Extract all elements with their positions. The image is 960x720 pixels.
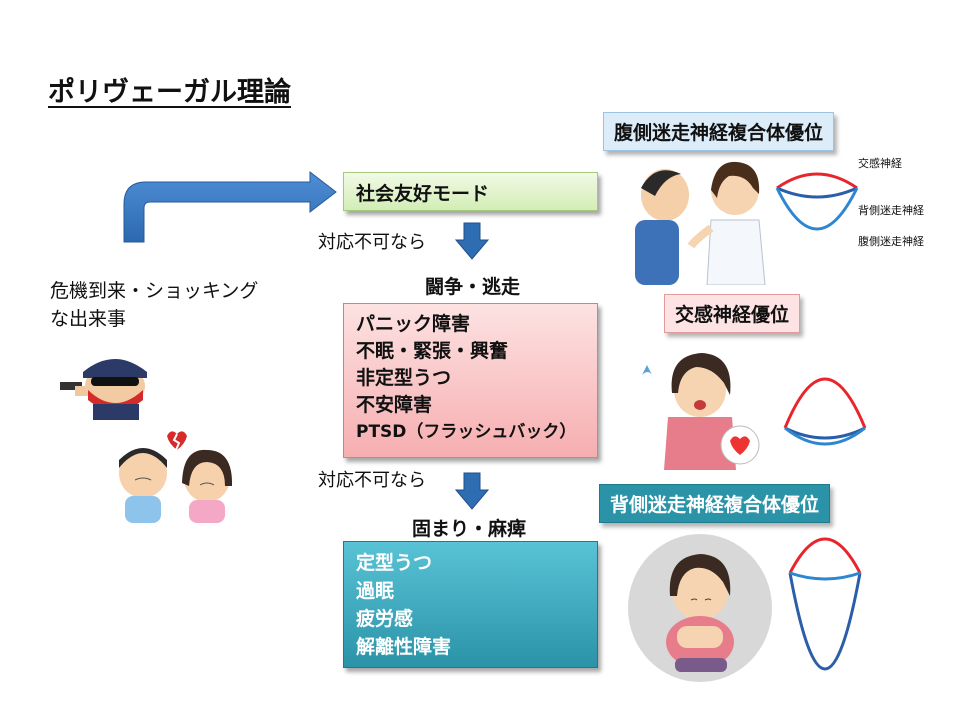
ventral-nerve-label: 腹側迷走神経 bbox=[858, 235, 924, 248]
dorsal-nerve-label: 背側迷走神経 bbox=[858, 204, 924, 217]
symptom-item: 不安障害 bbox=[356, 394, 433, 416]
symptom-item: 解離性障害 bbox=[356, 636, 452, 658]
fight-flight-heading: 闘争・逃走 bbox=[425, 276, 521, 298]
dorsal-curves-diagram bbox=[788, 537, 862, 671]
page-title: ポリヴェーガル理論 bbox=[48, 77, 291, 108]
dorsal-curve bbox=[788, 572, 862, 671]
trigger-line-2: な出来事 bbox=[50, 308, 127, 330]
cannot-cope-label-2: 対応不可なら bbox=[318, 470, 426, 491]
dorsal-curve bbox=[784, 426, 866, 440]
sympathetic-dominant-badge: 交感神経優位 bbox=[664, 294, 801, 333]
anxious-woman-illustration bbox=[642, 353, 760, 470]
trigger-line-1: 危機到来・ショッキング bbox=[50, 280, 259, 302]
fight-flight-box: パニック障害 不眠・緊張・興奮 非定型うつ 不安障害 PTSD（フラッシュバック… bbox=[343, 303, 598, 458]
ventral-curves-diagram bbox=[775, 172, 859, 231]
ventral-curve bbox=[784, 426, 866, 446]
ventral-curve bbox=[775, 187, 859, 231]
ventral-curve bbox=[789, 571, 861, 581]
dorsal-curve bbox=[776, 186, 858, 199]
sympathetic-curve bbox=[776, 172, 858, 190]
patient-nurse-illustration bbox=[635, 161, 766, 285]
robber-illustration bbox=[60, 359, 147, 420]
couple-illustration bbox=[119, 431, 233, 523]
symptom-item: 不眠・緊張・興奮 bbox=[356, 340, 509, 362]
sympathetic-curve bbox=[783, 377, 867, 429]
dorsal-dominant-badge: 背側迷走神経複合体優位 bbox=[599, 484, 831, 523]
trigger-text: 危機到来・ショッキング な出来事 bbox=[50, 277, 258, 333]
down-arrow-2 bbox=[455, 472, 489, 510]
ventral-dominant-badge: 腹側迷走神経複合体優位 bbox=[603, 112, 835, 151]
symptom-item: PTSD（フラッシュバック） bbox=[356, 422, 577, 442]
withdrawn-girl-illustration bbox=[628, 534, 772, 682]
symptom-item: 定型うつ bbox=[356, 552, 433, 574]
symptom-item: 疲労感 bbox=[356, 608, 414, 630]
social-mode-box: 社会友好モード bbox=[343, 172, 598, 211]
down-arrow-1 bbox=[455, 222, 489, 260]
cannot-cope-label-1: 対応不可なら bbox=[318, 232, 426, 253]
sympathetic-curves-diagram bbox=[783, 377, 867, 446]
sympathetic-curve bbox=[788, 537, 862, 574]
symptom-item: パニック障害 bbox=[356, 313, 471, 335]
freeze-heading: 固まり・麻痺 bbox=[412, 518, 527, 540]
bent-arrow bbox=[123, 170, 337, 243]
symptom-item: 過眠 bbox=[356, 580, 395, 602]
freeze-box: 定型うつ 過眠 疲労感 解離性障害 bbox=[343, 541, 598, 668]
symptom-item: 非定型うつ bbox=[356, 367, 452, 389]
sympathetic-nerve-label: 交感神経 bbox=[858, 157, 902, 170]
